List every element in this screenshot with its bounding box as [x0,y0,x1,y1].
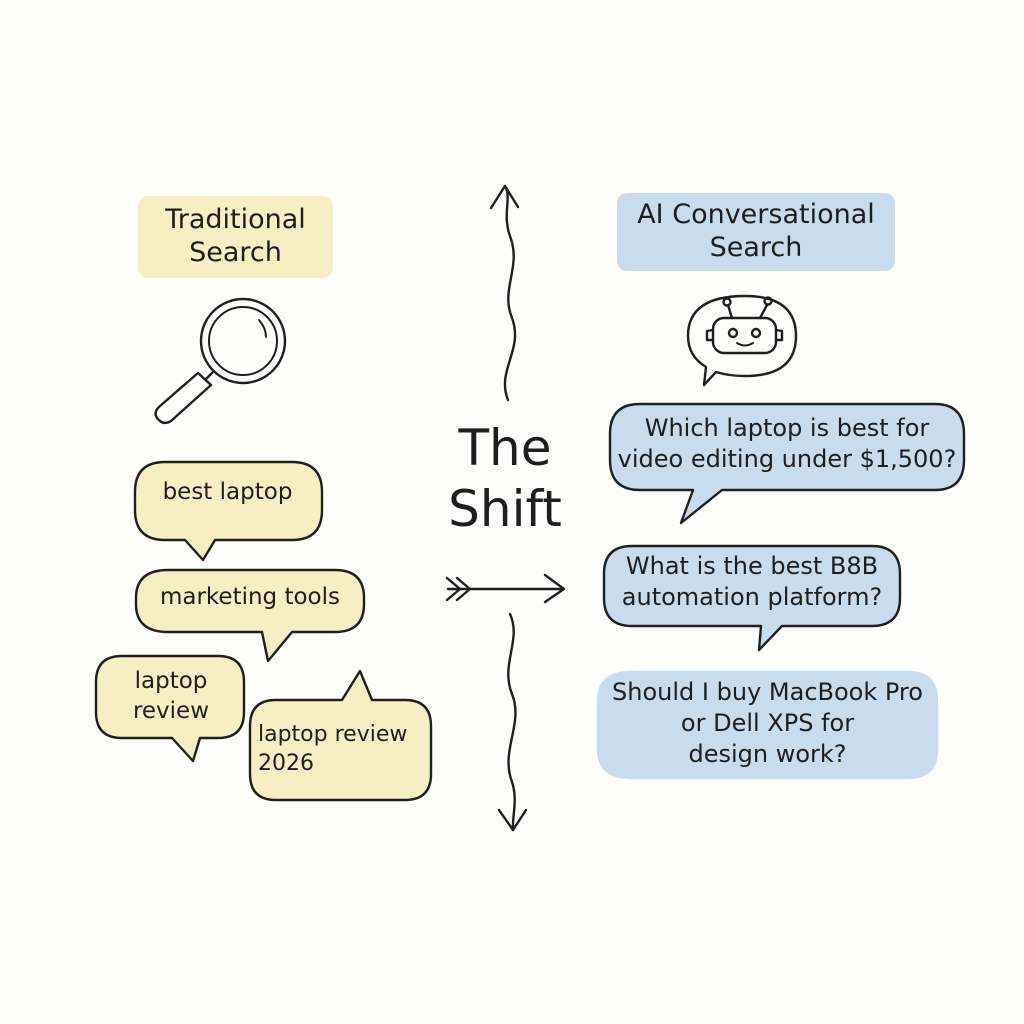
query-text-laptop-review-2026: laptop review 2026 [258,721,430,778]
query-text-laptop-video-editing: Which laptop is best for video editing u… [612,413,962,475]
horizontal-arrow-right [445,573,566,604]
query-text-line: design work? [688,740,847,769]
query-text-b8b-automation: What is the best B8B automation platform… [606,551,898,613]
magnifying-glass-icon [154,297,287,425]
query-bubble-b8b-automation [602,544,902,652]
query-text-line: laptop review [258,722,408,747]
traditional-search-header: Traditional Search [138,196,333,278]
ai-conversational-search-header: AI Conversational Search [617,193,895,271]
ai-conversational-search-header-line-2: Search [709,232,803,263]
the-shift-title: The Shift [420,418,590,540]
query-bubble-best-laptop [133,460,324,562]
query-bubble-marketing-tools [134,568,366,663]
query-text-line: automation platform? [621,583,883,612]
query-text-line: Which laptop is best for [644,414,930,442]
query-text-macbook-vs-dell: Should I buy MacBook Pro or Dell XPS for… [600,677,935,771]
query-text-line: marketing tools [159,584,341,610]
query-text-line: laptop [134,668,208,694]
traditional-search-header-line-1: Traditional [165,204,306,236]
query-text-line: What is the best B8B [625,552,879,580]
query-text-laptop-review: laptop review [100,667,242,727]
wavy-arrow-up [489,184,520,402]
wavy-arrow-down [497,612,528,832]
query-bubble-laptop-video-editing [608,402,966,525]
query-text-best-laptop: best laptop [140,478,315,508]
chatbot-robot-icon [686,294,798,387]
the-shift-title-line-2: Shift [448,480,562,538]
query-text-line: or Dell XPS for [680,709,855,738]
query-text-line: review [132,697,210,724]
the-shift-title-line-1: The [458,419,552,477]
query-text-marketing-tools: marketing tools [140,583,360,613]
query-bubble-laptop-review-2026 [248,669,433,802]
ai-conversational-search-header-line-1: AI Conversational [637,199,875,231]
query-text-line: video editing under $1,500? [617,445,957,474]
traditional-search-header-line-2: Search [189,237,282,268]
query-text-line: 2026 [258,750,314,776]
query-bubble-laptop-review [94,654,246,763]
query-text-line: Should I buy MacBook Pro [612,678,923,706]
query-text-line: best laptop [162,479,293,505]
query-bubble-macbook-vs-dell [596,670,939,780]
